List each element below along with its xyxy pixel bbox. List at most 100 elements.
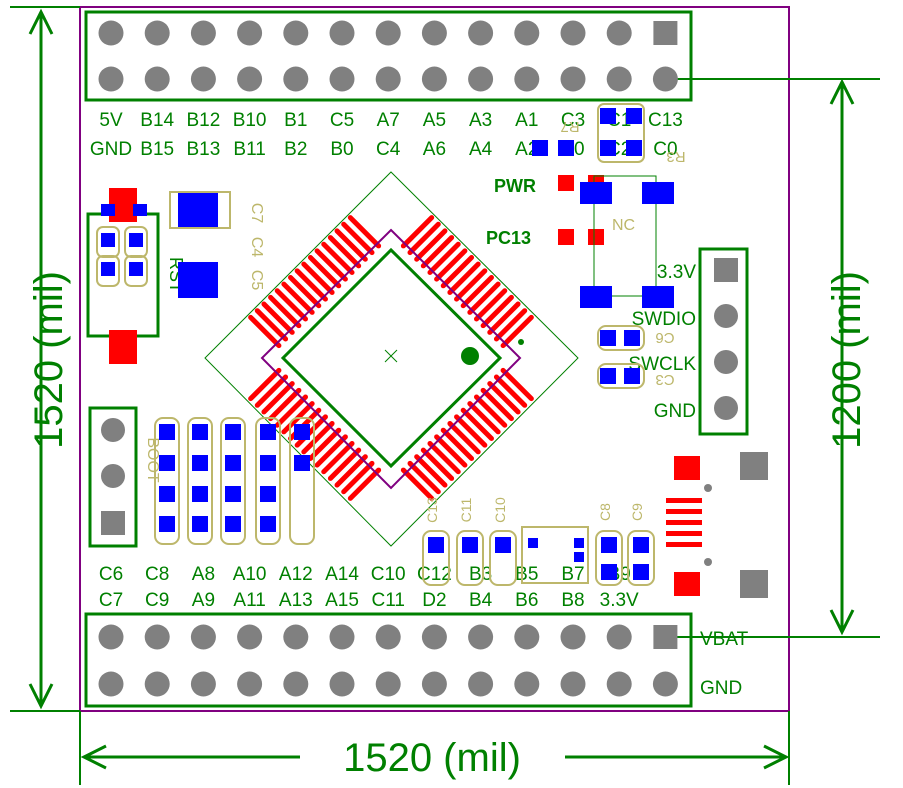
usb-signal-pads — [666, 498, 702, 547]
passive-outline — [255, 417, 281, 545]
top-row2-pin-label: A4 — [469, 139, 493, 160]
mcu-body-outline — [280, 247, 503, 469]
top-header-pin — [375, 20, 401, 46]
top-header-row2-labels: GNDB15B13B11B2B0C4A6A4A2A0C2C0 — [90, 139, 678, 160]
mcu-pin-pad — [254, 308, 289, 342]
mcu-pin-pad — [327, 447, 362, 481]
cap-label-c5: C5 — [248, 270, 265, 291]
mcu-pin-pad — [440, 255, 475, 289]
top-row1-pin-label: C13 — [648, 110, 683, 131]
right-dimension-label: 1200 (mil) — [825, 271, 869, 449]
swd-caps — [597, 325, 645, 389]
bottom-header-pin — [375, 671, 401, 697]
crystal-cap-label-c8: C8 — [597, 503, 613, 521]
mcu-pin-pad — [281, 281, 315, 315]
pwr-led-pad-a — [558, 175, 574, 191]
resistor-pad — [600, 108, 616, 124]
nc-label: NC — [612, 217, 635, 234]
mcu-pin-pad — [294, 268, 328, 302]
bottom-cap-outline — [595, 530, 623, 586]
bottom-row1-pin-label: B7 — [561, 564, 584, 585]
resistor-outline — [597, 103, 645, 163]
bottom-row1-pin-label: C10 — [371, 564, 406, 585]
usb-pad-bottom — [674, 572, 700, 596]
passive-pad — [159, 486, 175, 502]
top-header-pin — [560, 20, 586, 46]
swd-cap-pad — [600, 330, 616, 346]
bottom-header-pin — [144, 671, 170, 697]
bottom-row1-pin-label: B3 — [469, 564, 492, 585]
passive-pad — [159, 455, 175, 471]
passive-outline — [289, 417, 315, 545]
bottom-row1-pin-label: A12 — [279, 564, 313, 585]
top-header-pin — [190, 20, 216, 46]
mcu-pin-pad — [460, 274, 494, 309]
regulator-pad-top-a — [580, 182, 612, 204]
bottom-row1-pin-label: B5 — [515, 564, 538, 585]
reset-cap-outline — [124, 255, 148, 287]
bottom-header-pin — [237, 671, 263, 697]
bottom-row1-pin-label: C12 — [417, 564, 452, 585]
bottom-cap-outline — [422, 530, 450, 586]
mcu-pin-pad — [420, 447, 455, 481]
passive-pad — [192, 516, 208, 532]
mcu-pin-pad — [487, 301, 521, 335]
top-header-pin — [98, 20, 124, 46]
top-row1-pin-label: 5V — [99, 110, 123, 131]
swd-cap-pad — [600, 368, 616, 384]
top-header-pin — [283, 20, 309, 46]
mcu-pin-pad — [400, 215, 435, 249]
top-row1-pin-label: A1 — [515, 110, 538, 131]
top-header-pin — [468, 66, 494, 92]
mcu-pin-pad — [274, 394, 309, 428]
reset-cap-pad — [133, 204, 147, 216]
bottom-header-pin — [144, 624, 170, 650]
passive-pad — [260, 424, 276, 440]
top-header-pin — [144, 66, 170, 92]
bottom-header-pin — [514, 671, 540, 697]
usb-signal-pad — [666, 509, 702, 514]
passive-pad — [192, 424, 208, 440]
mcu-pin-pad — [301, 421, 335, 455]
passive-pad — [225, 516, 241, 532]
usb-signal-pad — [666, 531, 702, 536]
mcu-pin1-mark — [518, 339, 524, 345]
top-header-pin — [329, 20, 355, 46]
top-row1-pin-label: B14 — [140, 110, 174, 131]
mcu-pin-pad — [414, 454, 448, 488]
bottom-row2-pin-label: D2 — [422, 590, 446, 611]
mcu-pin-pad — [268, 294, 302, 329]
pwr-led-label: PWR — [494, 176, 536, 196]
mcu-pin-pad — [440, 427, 475, 461]
top-header-pin — [375, 66, 401, 92]
bottom-passive-row — [422, 530, 655, 586]
left-passive-array — [154, 417, 315, 545]
usb-pad-top — [674, 456, 700, 480]
swd-label-swclk: SWCLK — [628, 354, 696, 375]
mcu-pin-pad — [447, 261, 481, 295]
swd-cap-pad — [624, 330, 640, 346]
mcu-pin-pad — [480, 387, 514, 422]
reset-cap-pad — [101, 204, 115, 216]
swd-label-swdio: SWDIO — [632, 309, 696, 330]
mcu-pin-pad — [460, 407, 494, 442]
right-dimension — [665, 78, 880, 638]
bottom-row1-pin-label: A8 — [192, 564, 215, 585]
reset-cap-outline — [96, 255, 120, 287]
mcu-pin-pad — [434, 434, 468, 468]
top-row1-pin-label: A5 — [423, 110, 446, 131]
top-header-pin — [560, 66, 586, 92]
mcu-pin-pad — [314, 434, 348, 468]
mcu-pin-pad — [248, 367, 282, 402]
swd-cap-pad — [624, 368, 640, 384]
passive-pad — [159, 516, 175, 532]
bottom-cap-label-c10: C10 — [492, 497, 508, 523]
reset-pad-bottom — [109, 330, 137, 364]
bottom-row2-pin-label: A15 — [325, 590, 359, 611]
mcu-pin-pad — [427, 440, 461, 475]
regulator-pad-bottom-b — [642, 286, 674, 308]
bottom-header-pin — [468, 624, 494, 650]
cap-label-c4: C4 — [248, 237, 265, 258]
